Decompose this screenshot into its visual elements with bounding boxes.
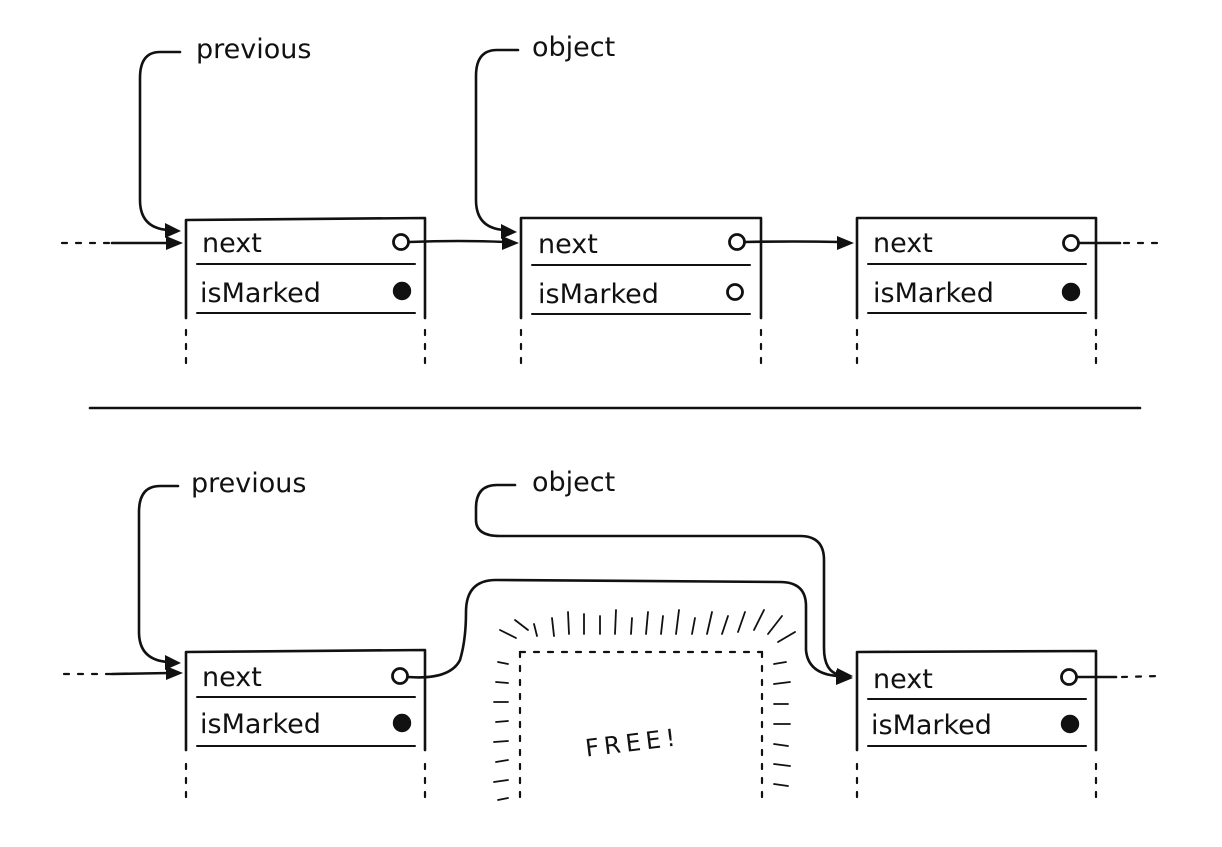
top-previous-pointer: previous xyxy=(138,34,311,238)
top-object-pointer: object xyxy=(474,32,615,239)
bottom-object-pointer: object xyxy=(474,467,853,683)
top-node-3-next-label: next xyxy=(873,228,933,259)
top-panel: previous object next isMarked xyxy=(60,32,1164,372)
top-node-2-next-label: next xyxy=(538,229,598,260)
bottom-node-1-next-label: next xyxy=(202,662,262,693)
bottom-link-over-freed xyxy=(406,578,853,685)
top-node-2-unmarked-dot-icon xyxy=(726,283,744,301)
top-node-1: next isMarked xyxy=(184,216,427,370)
top-node-2: next isMarked xyxy=(519,216,763,372)
top-node-3-ismarked-label: isMarked xyxy=(873,278,994,309)
top-node-3: next isMarked xyxy=(855,216,1164,370)
top-incoming-pointer xyxy=(60,236,183,250)
bottom-previous-label: previous xyxy=(191,468,306,499)
top-link-2-3 xyxy=(743,236,854,250)
top-node-1-ismarked-label: isMarked xyxy=(200,278,321,309)
bottom-node-1-ismarked-label: isMarked xyxy=(200,709,321,740)
bottom-node-1-next-pointer-icon xyxy=(391,667,409,685)
freed-label: FREE! xyxy=(584,723,682,762)
bottom-node-2-marked-dot-icon xyxy=(1060,714,1080,734)
top-node-3-marked-dot-icon xyxy=(1061,282,1081,302)
bottom-previous-pointer: previous xyxy=(137,468,306,670)
bottom-object-label: object xyxy=(532,467,615,498)
bottom-node-2-ismarked-label: isMarked xyxy=(871,710,992,741)
top-node-1-next-label: next xyxy=(202,228,262,259)
top-object-label: object xyxy=(532,32,615,63)
bottom-node-2-next-pointer-icon xyxy=(1060,668,1078,686)
top-link-1-2 xyxy=(407,236,519,250)
bottom-node-1-marked-dot-icon xyxy=(392,713,412,733)
bottom-incoming-pointer xyxy=(62,666,183,680)
freed-highlight-rays xyxy=(493,609,796,801)
top-node-2-ismarked-label: isMarked xyxy=(538,279,659,310)
bottom-node-2-next-label: next xyxy=(873,664,933,695)
bottom-node-2: next isMarked xyxy=(855,649,1162,808)
bottom-node-1: next isMarked xyxy=(184,648,427,808)
top-node-1-marked-dot-icon xyxy=(392,281,412,301)
top-node-2-next-pointer-icon xyxy=(728,233,746,251)
freed-node: FREE! xyxy=(493,609,796,808)
top-node-3-next-pointer-icon xyxy=(1062,234,1080,252)
top-previous-label: previous xyxy=(196,34,311,65)
bottom-panel: previous object next isMarked xyxy=(62,467,1162,808)
top-node-1-next-pointer-icon xyxy=(392,233,410,251)
